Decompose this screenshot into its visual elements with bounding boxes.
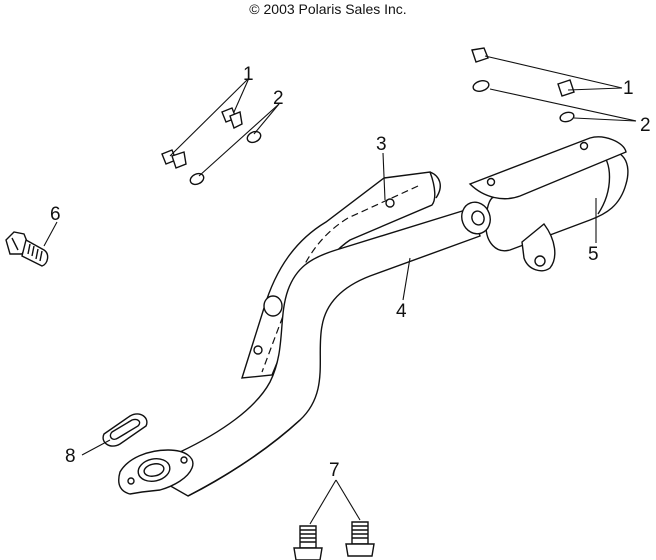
callout-2-left: 2 [273,88,284,109]
callout-6: 6 [50,204,61,225]
muffler [461,136,629,272]
callout-3: 3 [376,134,387,155]
callout-5: 5 [588,244,599,265]
right-hardware [471,47,575,123]
callout-2-right: 2 [640,115,651,136]
exhaust-flange [118,449,194,495]
callout-1-left: 1 [243,64,254,85]
callout-4: 4 [396,301,407,322]
bolt-part-6 [5,231,49,267]
callout-7: 7 [329,460,340,481]
copyright-notice: © 2003 Polaris Sales Inc. [249,1,407,17]
callout-1-right: 1 [623,78,634,99]
leader-lines [43,55,637,525]
left-hardware [161,107,262,186]
studs-part-7 [293,521,375,560]
exhaust-gasket [102,413,148,447]
callout-8: 8 [65,446,76,467]
callout-labels: 1 2 1 2 3 4 5 6 7 8 [50,64,651,481]
